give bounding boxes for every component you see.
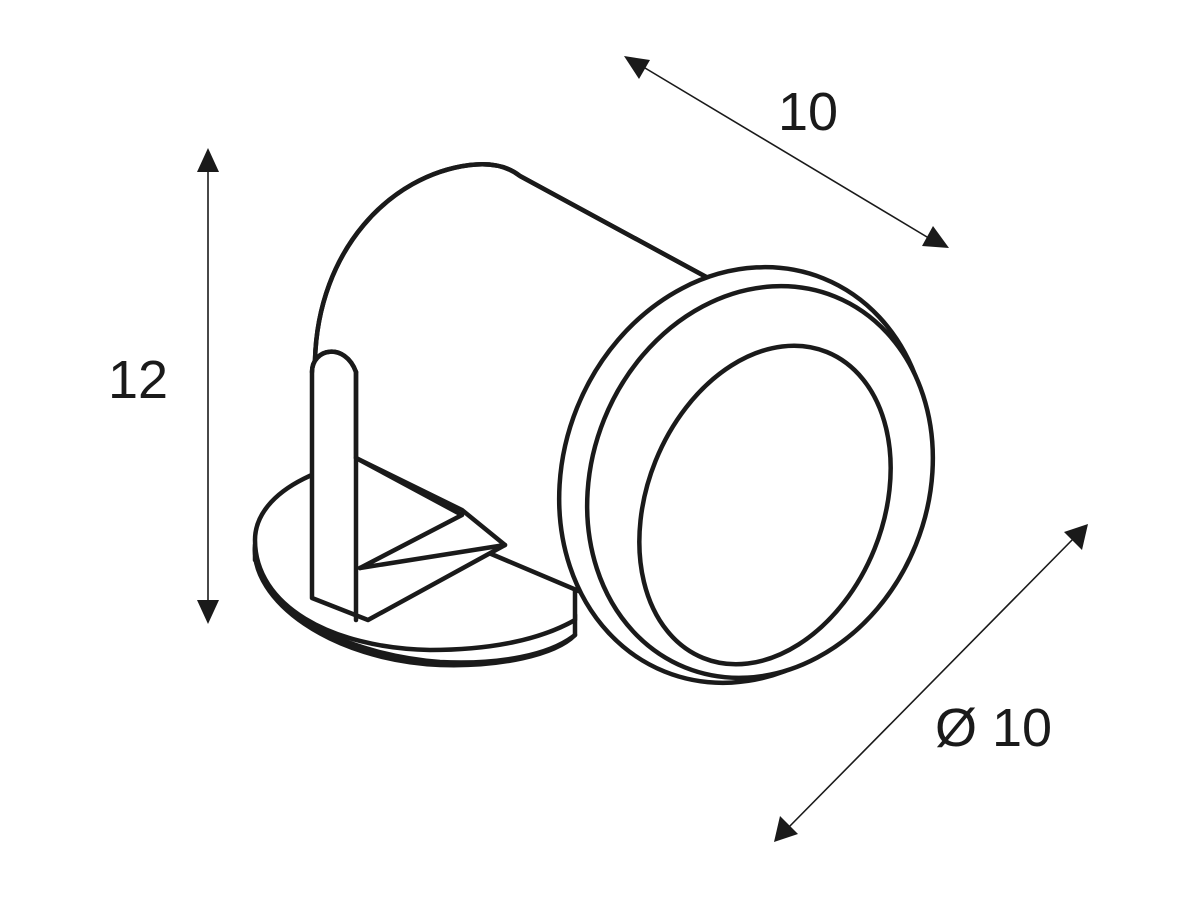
- diameter-dimension: Ø 10: [774, 524, 1088, 842]
- height-dimension: 12: [108, 148, 219, 624]
- mounting-bracket: [309, 349, 508, 623]
- depth-dimension: 10: [624, 56, 949, 248]
- height-label: 12: [108, 350, 168, 410]
- front-ring: [556, 264, 936, 686]
- diameter-label: Ø 10: [935, 698, 1052, 758]
- depth-label: 10: [778, 82, 838, 142]
